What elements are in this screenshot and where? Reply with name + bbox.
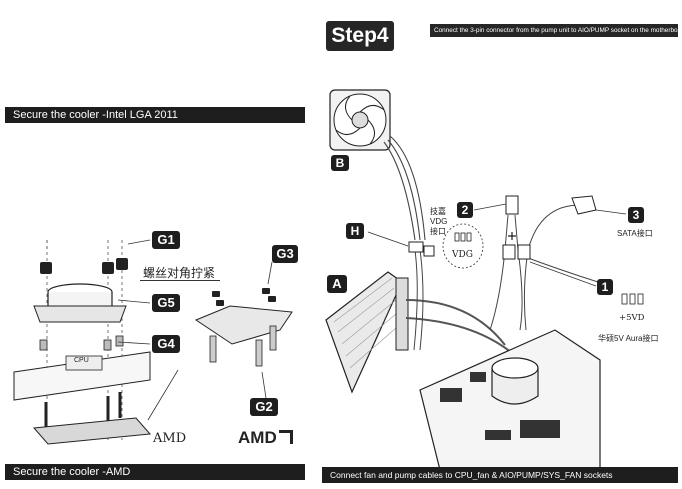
amd-logo: AMD [238, 428, 293, 448]
amd-arrow-icon [278, 430, 293, 444]
amd-section-title: Secure the cooler -AMD [13, 466, 131, 478]
callout-g5: G5 [152, 294, 180, 312]
callout-b: B [331, 155, 349, 171]
aura-label: 华硕5V Aura接口 [598, 334, 659, 343]
bottom-caption-bar: Connect fan and pump cables to CPU_fan &… [322, 467, 678, 483]
note-underline [140, 280, 220, 281]
amd-section-header: Secure the cooler -AMD [5, 464, 305, 480]
callout-g4: G4 [152, 335, 180, 353]
callout-g2: G2 [250, 398, 278, 416]
vdg-connector-label: VDG [452, 250, 473, 260]
callout-3: 3 [628, 207, 644, 223]
callout-g3: G3 [272, 245, 298, 263]
cpu-label: CPU [74, 357, 89, 364]
bottom-caption: Connect fan and pump cables to CPU_fan &… [330, 470, 613, 480]
diagonal-tighten-note: 螺丝对角拧紧 [143, 266, 216, 280]
sata-label: SATA接口 [617, 229, 653, 238]
callout-a: A [327, 275, 347, 293]
callout-g1: G1 [152, 231, 180, 249]
aura-pin-label: +5VD [619, 313, 645, 323]
callout-1: 1 [597, 279, 613, 295]
gigabyte-vdg-note: 技嘉 VDG 接口 [430, 207, 448, 236]
intel-section-title: Secure the cooler -Intel LGA 2011 [13, 109, 178, 121]
callout-h: H [346, 223, 364, 239]
intel-section-header: Secure the cooler -Intel LGA 2011 [5, 107, 305, 123]
step-badge: Step4 [326, 21, 394, 51]
step-caption: Connect the 3-pin connector from the pum… [430, 24, 678, 37]
callout-2: 2 [457, 202, 473, 218]
amd-text-label: AMD [153, 431, 187, 446]
